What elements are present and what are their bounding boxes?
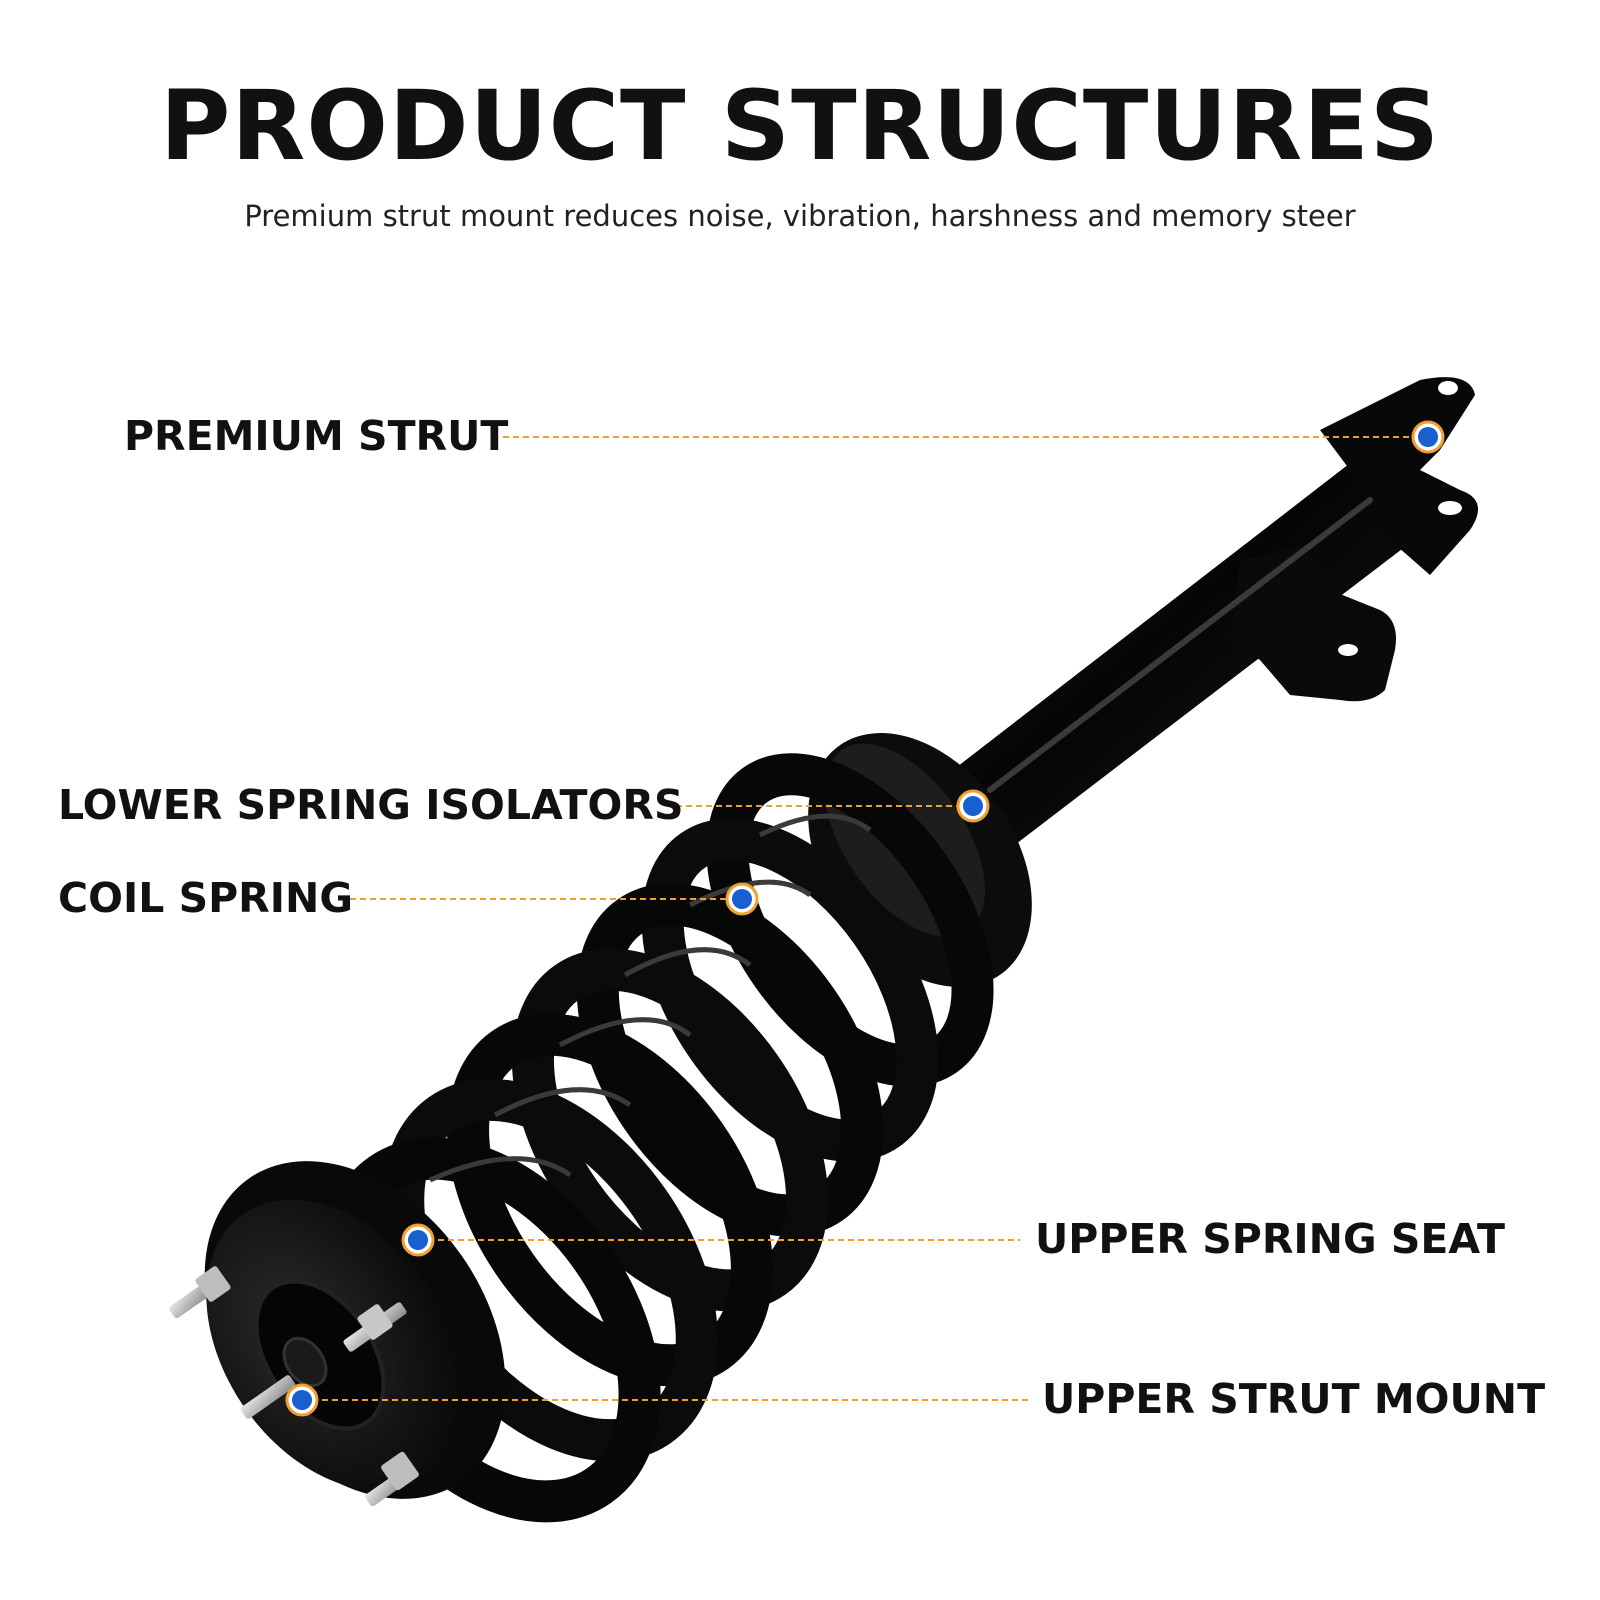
strut-lower-bracket <box>1230 545 1396 702</box>
bracket-hole <box>1338 644 1358 656</box>
callout-label-coil-spring: COIL SPRING <box>58 874 353 922</box>
bracket-hole <box>1438 381 1458 395</box>
mount-studs <box>169 1266 419 1507</box>
page-subtitle: Premium strut mount reduces noise, vibra… <box>244 199 1356 233</box>
marker-coil-spring <box>725 882 759 916</box>
callout-label-lower-spring-isolators: LOWER SPRING ISOLATORS <box>58 781 684 829</box>
marker-upper-strut-mount <box>285 1383 319 1417</box>
bracket-hole <box>1438 501 1462 515</box>
callout-label-upper-spring-seat: UPPER SPRING SEAT <box>1035 1215 1505 1263</box>
mount-nut <box>282 1336 328 1388</box>
callout-label-upper-strut-mount: UPPER STRUT MOUNT <box>1042 1375 1546 1423</box>
tube-highlight <box>987 497 1373 793</box>
marker-premium-strut <box>1411 420 1445 454</box>
page-title: PRODUCT STRUCTURES <box>160 70 1440 182</box>
callout-label-premium-strut: PREMIUM STRUT <box>124 412 509 460</box>
marker-upper-spring-seat <box>401 1223 435 1257</box>
marker-lower-spring-isolators <box>956 789 990 823</box>
